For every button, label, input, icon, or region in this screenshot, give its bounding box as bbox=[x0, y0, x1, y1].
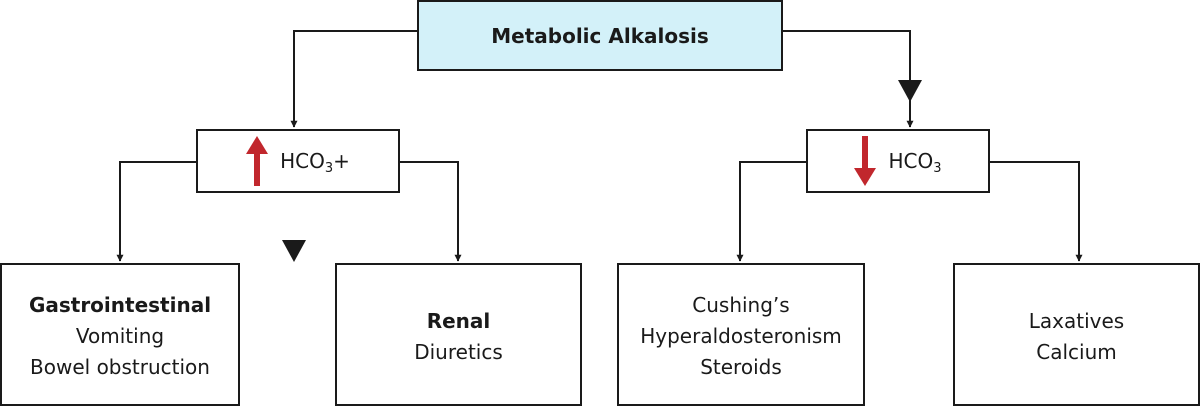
increased-hco3-label: HCO3+ bbox=[280, 149, 350, 176]
root-node-label: Metabolic Alkalosis bbox=[491, 23, 709, 48]
root-node-metabolic-alkalosis: Metabolic Alkalosis bbox=[417, 0, 783, 71]
connector-increase-to-renal bbox=[400, 161, 462, 262]
leaf-line-cushings: Cushing’s bbox=[692, 293, 790, 317]
connector-increase-to-gastrointestinal bbox=[116, 161, 196, 262]
leaf-line-bowel-obstruction: Bowel obstruction bbox=[30, 355, 210, 379]
connector-decrease-to-laxatives bbox=[990, 161, 1083, 262]
leaf-node-laxatives: Laxatives Calcium bbox=[953, 263, 1200, 406]
leaf-node-gastrointestinal: Gastrointestinal Vomiting Bowel obstruct… bbox=[0, 263, 240, 406]
node-increased-hco3: HCO3+ bbox=[196, 129, 400, 193]
down-arrow-icon bbox=[854, 136, 877, 186]
leaf-node-renal: Renal Diuretics bbox=[335, 263, 582, 406]
node-decreased-hco3: HCO3 bbox=[806, 129, 990, 193]
connector-root-to-increase bbox=[290, 30, 417, 128]
decreased-hco3-label: HCO3 bbox=[888, 149, 942, 176]
leaf-heading-gastrointestinal: Gastrointestinal bbox=[28, 293, 212, 317]
leaf-line-calcium: Calcium bbox=[1036, 339, 1117, 364]
leaf-line-steroids: Steroids bbox=[700, 355, 782, 379]
connector-root-to-decrease bbox=[783, 30, 914, 128]
leaf-line-laxatives: Laxatives bbox=[1028, 308, 1125, 333]
leaf-node-cushings: Cushing’s Hyperaldosteronism Steroids bbox=[617, 263, 865, 406]
up-arrow-icon bbox=[246, 136, 269, 186]
leaf-line-diuretics: Diuretics bbox=[414, 339, 503, 364]
leaf-line-vomiting: Vomiting bbox=[75, 324, 165, 348]
leaf-heading-renal: Renal bbox=[426, 308, 491, 333]
connector-decrease-to-cushings bbox=[736, 161, 806, 262]
leaf-line-hyperaldosteronism: Hyperaldosteronism bbox=[640, 324, 842, 348]
